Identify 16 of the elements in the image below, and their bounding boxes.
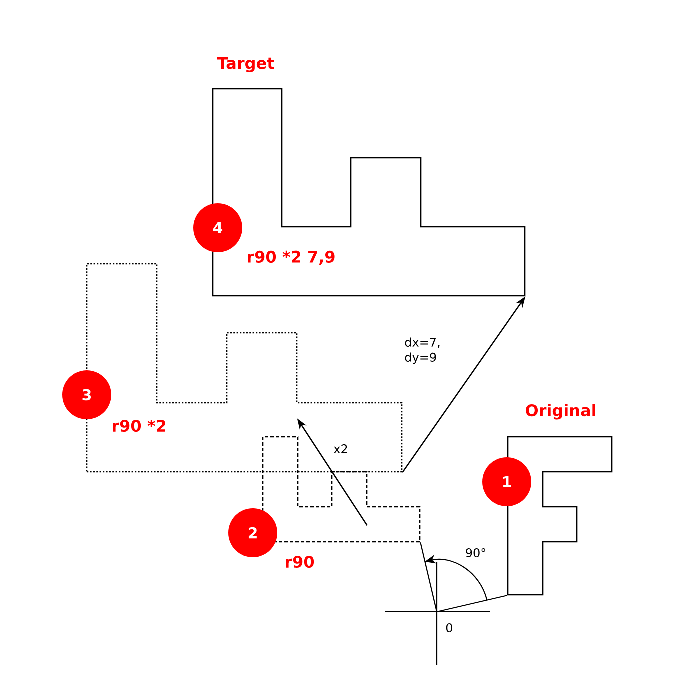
number-badge: 2 xyxy=(228,508,278,558)
f-shape-outline xyxy=(262,436,421,543)
edge-label: x2 xyxy=(332,444,350,454)
radius-line xyxy=(436,595,508,613)
transform-label: r90 *2 xyxy=(113,420,166,432)
radius-line xyxy=(420,542,438,612)
node-label: Original xyxy=(526,404,596,420)
transform-label: r90 xyxy=(286,556,314,568)
angle-label: 90° xyxy=(466,548,486,558)
number-badge: 1 xyxy=(482,458,532,506)
transform-label: r90 *2 7,9 xyxy=(248,250,335,266)
edge-label: dx=7, dy=9 xyxy=(404,336,450,366)
axis-cross: 0 xyxy=(384,561,491,666)
number-badge: 4 xyxy=(194,204,242,252)
number-badge: 3 xyxy=(62,370,112,420)
node-label: Target xyxy=(217,57,274,73)
